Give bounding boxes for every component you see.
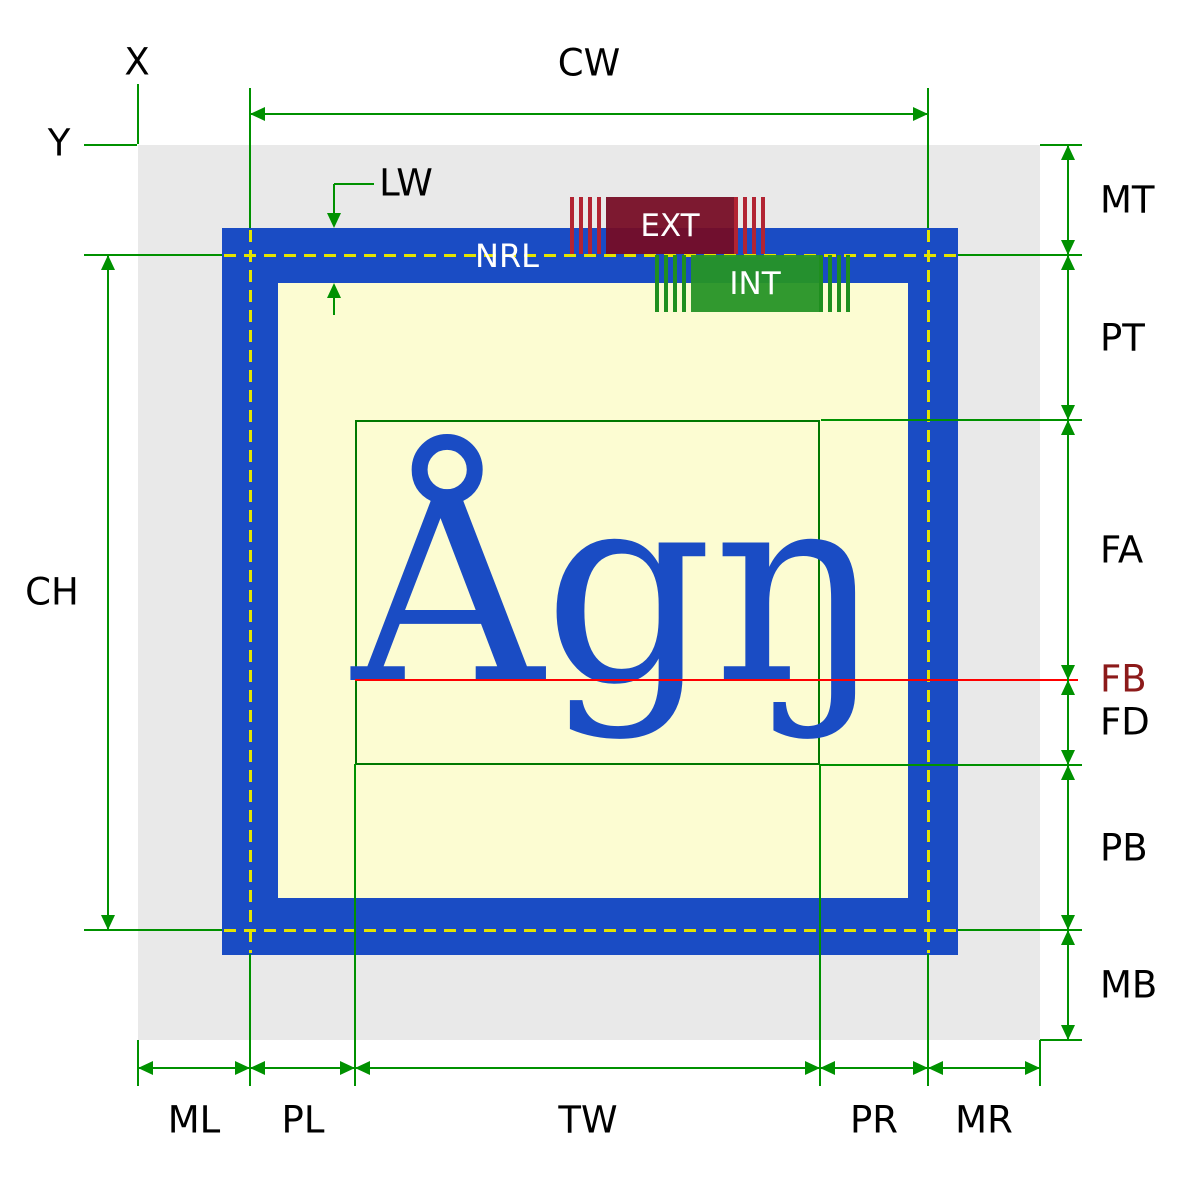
- padding-bottom-label: PB: [1100, 826, 1148, 870]
- text-extent-box: [355, 420, 820, 765]
- border-centerline-bottom: [224, 929, 956, 932]
- exterior-label: EXT: [606, 197, 734, 254]
- lw-shaft-lower: [333, 297, 335, 315]
- arrowhead: [928, 1061, 943, 1075]
- lw-shaft-upper: [333, 184, 335, 214]
- arrowhead: [913, 1061, 928, 1075]
- extension-line: [958, 254, 1082, 256]
- arrowhead: [1025, 1061, 1040, 1075]
- font-descent-label: FD: [1100, 700, 1150, 744]
- font-baseline-label: FB: [1100, 657, 1147, 701]
- arrowhead: [1061, 255, 1075, 270]
- padding-right-label: PR: [849, 1098, 899, 1142]
- extension-line: [354, 764, 356, 1086]
- extension-line: [84, 254, 222, 256]
- arrowhead: [1061, 1025, 1075, 1040]
- arrowhead: [1061, 750, 1075, 765]
- font-ascent-label: FA: [1100, 528, 1144, 572]
- origin-x-label: X: [124, 40, 150, 84]
- text-width-label: TW: [558, 1098, 618, 1142]
- arrowhead: [235, 1061, 250, 1075]
- dimension-line-cw: [250, 113, 928, 115]
- lw-leader-line: [334, 183, 374, 185]
- extension-line: [249, 88, 251, 228]
- arrowhead: [1061, 915, 1075, 930]
- margin-right-label: MR: [955, 1098, 1013, 1142]
- padding-top-label: PT: [1100, 316, 1145, 360]
- arrowhead: [1061, 240, 1075, 255]
- extension-line: [1039, 1040, 1041, 1086]
- border-centerline-right: [927, 230, 930, 953]
- arrowhead: [101, 915, 115, 930]
- dimension-line-vertical-chain: [1067, 145, 1069, 1040]
- hatch-left-icon: [655, 255, 691, 312]
- arrowhead: [355, 1061, 370, 1075]
- arrowhead: [805, 1061, 820, 1075]
- margin-bottom-label: MB: [1100, 963, 1158, 1007]
- origin-x-tick: [137, 84, 139, 144]
- origin-y-tick: [84, 144, 137, 146]
- hatch-right-icon: [734, 197, 770, 254]
- cell-width-label: CW: [557, 41, 621, 85]
- cell-height-label: CH: [25, 570, 79, 614]
- arrowhead: [1061, 765, 1075, 780]
- origin-y-label: Y: [47, 121, 71, 165]
- exterior-band: EXT: [570, 197, 770, 254]
- hatch-right-icon: [819, 255, 855, 312]
- extension-line: [958, 929, 1082, 931]
- border-centerline-top: [224, 254, 956, 257]
- extension-line: [819, 764, 821, 1086]
- arrowhead: [340, 1061, 355, 1075]
- extension-line: [84, 929, 222, 931]
- dimension-line-ch: [107, 255, 109, 930]
- extension-line: [927, 954, 929, 1086]
- reference-line-label: NRL: [475, 237, 539, 275]
- arrowhead: [1061, 405, 1075, 420]
- arrowhead: [250, 1061, 265, 1075]
- padding-left-label: PL: [281, 1098, 325, 1142]
- arrowhead: [820, 1061, 835, 1075]
- interior-label: INT: [691, 255, 819, 312]
- arrowhead: [250, 107, 265, 121]
- arrowhead: [138, 1061, 153, 1075]
- line-width-label: LW: [379, 161, 433, 205]
- margin-top-label: MT: [1100, 178, 1155, 222]
- arrowhead: [913, 107, 928, 121]
- hatch-left-icon: [570, 197, 606, 254]
- arrowhead: [327, 283, 341, 298]
- glyph-text: Ågŋ: [348, 432, 884, 743]
- extension-line: [249, 954, 251, 1086]
- extension-line: [821, 764, 1082, 766]
- extension-line: [927, 88, 929, 228]
- font-baseline-line: [355, 679, 1078, 681]
- interior-band: INT: [655, 255, 855, 312]
- arrowhead: [101, 255, 115, 270]
- arrowhead: [327, 213, 341, 228]
- padding-area: [278, 283, 908, 898]
- arrowhead: [1061, 665, 1075, 680]
- margin-left-label: ML: [167, 1098, 221, 1142]
- extension-line: [821, 419, 1082, 421]
- arrowhead: [1061, 420, 1075, 435]
- arrowhead: [1061, 680, 1075, 695]
- dimension-line-horizontal-chain: [138, 1067, 1040, 1069]
- arrowhead: [1061, 145, 1075, 160]
- arrowhead: [1061, 930, 1075, 945]
- extension-line: [1040, 1039, 1082, 1041]
- border-centerline-left: [249, 230, 252, 953]
